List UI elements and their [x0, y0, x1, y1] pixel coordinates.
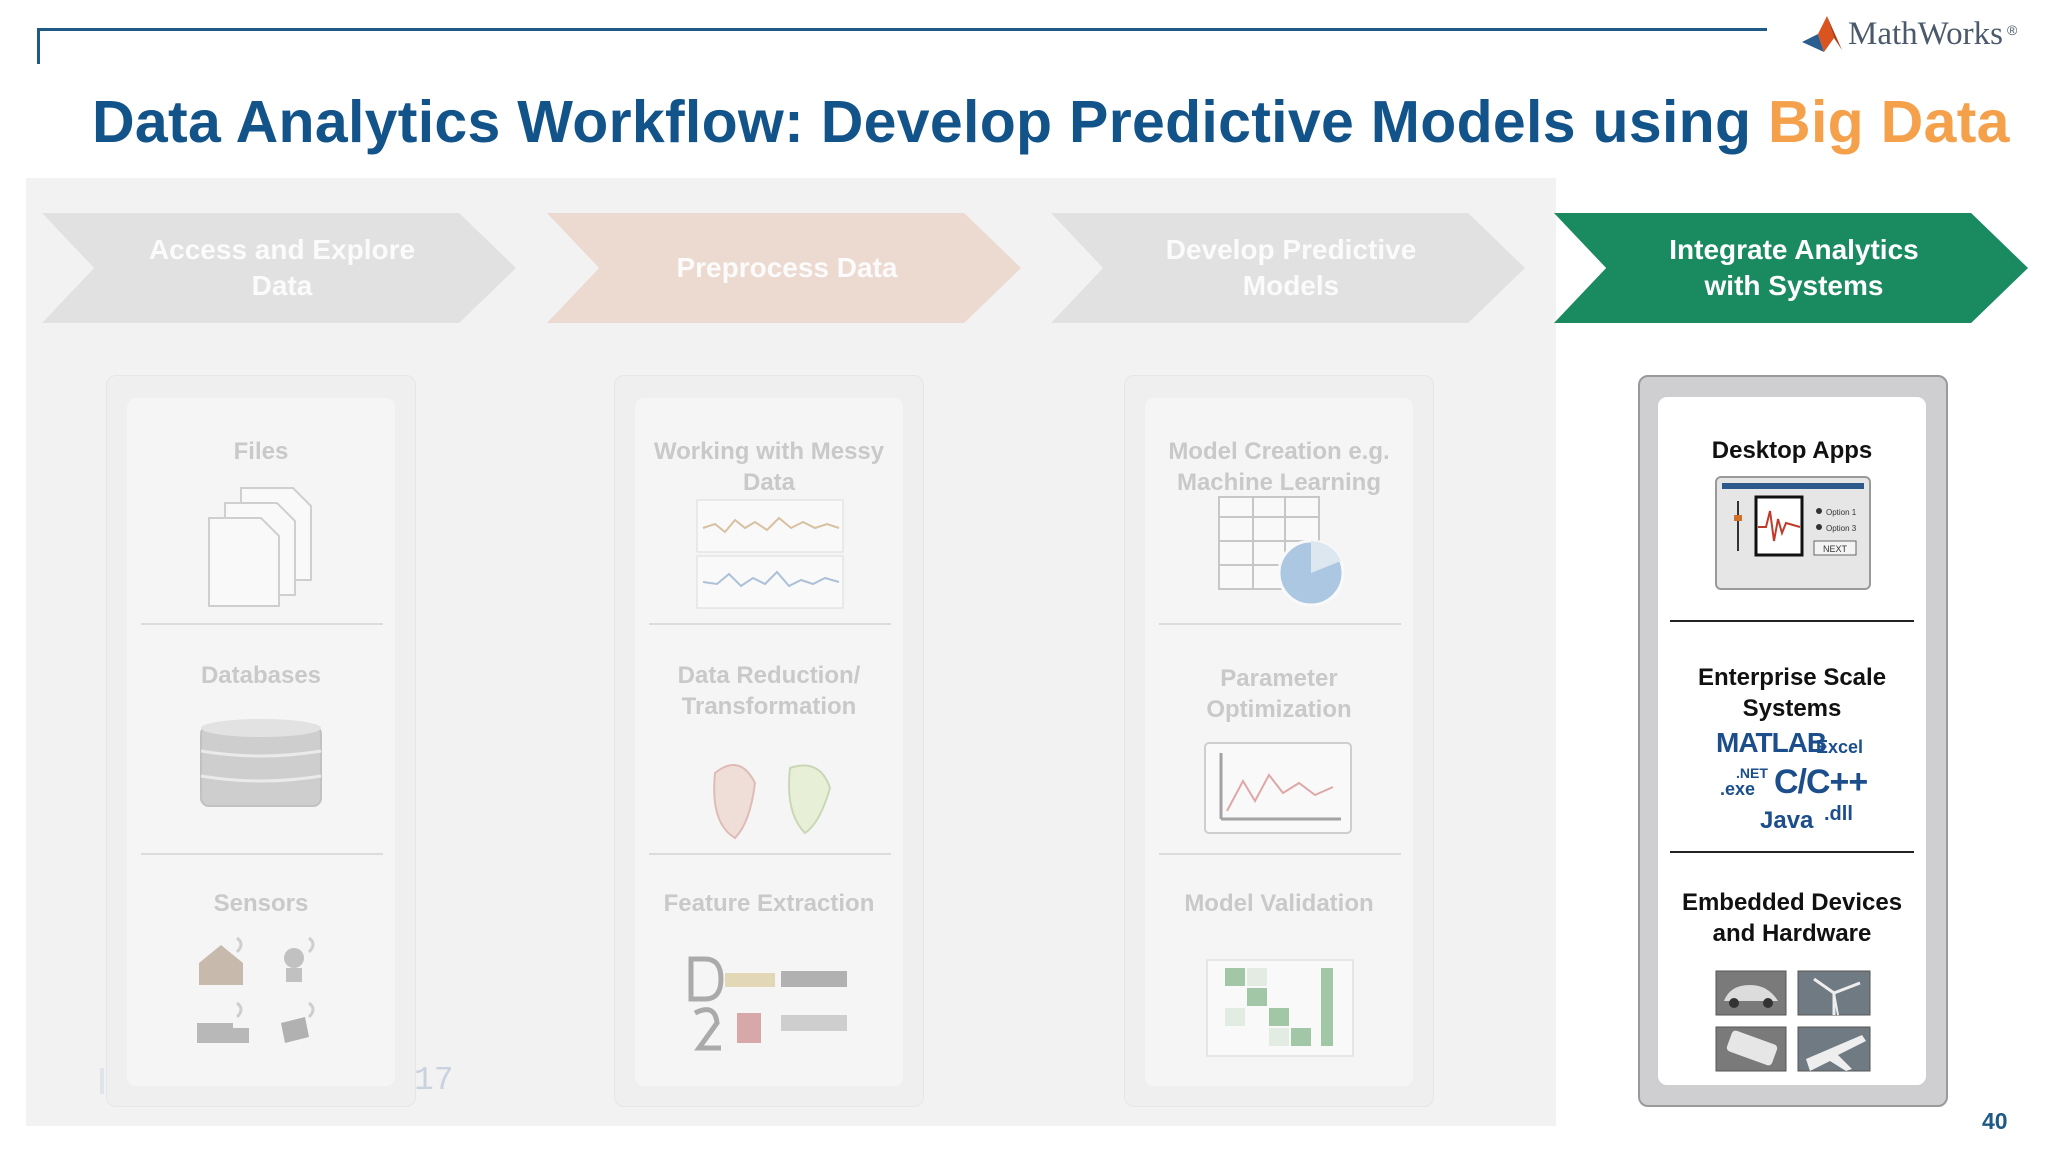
- column-card: Working with Messy Data Data Reduction/ …: [635, 398, 903, 1086]
- signal-plot-icon: [695, 498, 845, 610]
- step-preprocess: Preprocess Data: [547, 213, 1021, 323]
- section-label: Parameter Optimization: [1145, 663, 1413, 725]
- stray-marker: [100, 1068, 104, 1094]
- section-divider: [1159, 623, 1401, 625]
- app-next-button: NEXT: [1823, 544, 1848, 554]
- column-card: Model Creation e.g. Machine Learning Par…: [1145, 398, 1413, 1086]
- column-card: Files Databases Sensors: [127, 398, 395, 1086]
- section-divider: [141, 853, 383, 855]
- top-rule: [37, 28, 1767, 31]
- section-label: Working with Messy Data: [635, 436, 903, 498]
- transformation-icon: [695, 753, 845, 843]
- step-access-explore: Access and Explore Data: [42, 213, 516, 323]
- section-label: Enterprise Scale Systems: [1658, 662, 1926, 724]
- title-accent: Big Data: [1768, 89, 2010, 155]
- optimization-plot-icon: [1203, 741, 1353, 836]
- page-number: 40: [1982, 1108, 2008, 1135]
- java-label: Java: [1760, 807, 1813, 835]
- section-label: Model Creation e.g. Machine Learning: [1145, 436, 1413, 498]
- cpp-label: C/C++: [1774, 763, 1867, 802]
- database-icon: [197, 716, 325, 816]
- step-develop-models: Develop Predictive Models: [1051, 213, 1525, 323]
- exe-label: .exe: [1720, 779, 1755, 800]
- files-icon: [197, 483, 327, 608]
- spreadsheet-pie-icon: [1215, 493, 1350, 608]
- membrane-logo-icon: [1800, 12, 1844, 56]
- section-label: Model Validation: [1145, 888, 1413, 919]
- sensors-icon: [189, 928, 329, 1058]
- registered-mark: ®: [2007, 22, 2017, 38]
- section-label: Sensors: [127, 888, 395, 919]
- logo-text: MathWorks: [1848, 16, 2003, 53]
- deployment-targets-icon: MATLAB Excel .NET .exe C/C++ Java .dll: [1716, 727, 1876, 837]
- section-divider: [141, 623, 383, 625]
- section-label: Databases: [127, 660, 395, 691]
- section-label: Embedded Devices and Hardware: [1658, 887, 1926, 949]
- confusion-matrix-icon: [1205, 958, 1355, 1058]
- excel-label: Excel: [1816, 737, 1863, 758]
- app-option-2: Option 3: [1826, 524, 1857, 533]
- section-divider: [1670, 620, 1914, 622]
- top-rule-tick: [37, 28, 40, 64]
- matlab-label: MATLAB: [1716, 727, 1826, 759]
- column-preprocess: Working with Messy Data Data Reduction/ …: [614, 375, 924, 1107]
- section-label: Feature Extraction: [635, 888, 903, 919]
- column-develop: Model Creation e.g. Machine Learning Par…: [1124, 375, 1434, 1107]
- slide-title: Data Analytics Workflow: Develop Predict…: [92, 88, 2010, 156]
- section-label: Files: [127, 436, 395, 467]
- section-label: Desktop Apps: [1658, 435, 1926, 466]
- section-divider: [1159, 853, 1401, 855]
- section-divider: [649, 853, 891, 855]
- mathworks-logo: MathWorks®: [1800, 12, 2017, 56]
- feature-extraction-icon: [685, 953, 855, 1053]
- embedded-devices-icon: [1714, 969, 1874, 1075]
- dll-label: .dll: [1824, 803, 1853, 826]
- app-option-1: Option 1: [1826, 508, 1857, 517]
- column-integrate: Desktop Apps Option 1 Option 3 NEXT Ente…: [1638, 375, 1948, 1107]
- stray-text: 17: [414, 1062, 454, 1099]
- step-integrate-analytics: Integrate Analytics with Systems: [1554, 213, 2028, 323]
- column-access: Files Databases Sensors: [106, 375, 416, 1107]
- section-divider: [1670, 851, 1914, 853]
- section-label: Data Reduction/ Transformation: [635, 660, 903, 722]
- desktop-app-icon: Option 1 Option 3 NEXT: [1714, 475, 1872, 593]
- title-main: Data Analytics Workflow: Develop Predict…: [92, 89, 1768, 155]
- column-card: Desktop Apps Option 1 Option 3 NEXT Ente…: [1658, 397, 1926, 1085]
- section-divider: [649, 623, 891, 625]
